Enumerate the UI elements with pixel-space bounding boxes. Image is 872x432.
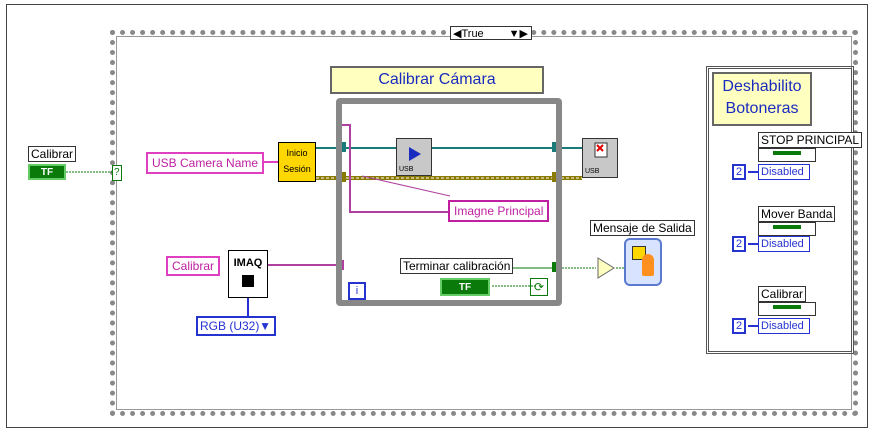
stop-principal-property-node[interactable] xyxy=(758,148,816,162)
grab-usb-label: USB xyxy=(399,166,414,173)
mover-banda-constant[interactable]: 2 xyxy=(732,236,746,252)
inicio-sesion-subvi[interactable]: Inicio Sesión xyxy=(278,142,316,182)
image-type-value: RGB (U32) xyxy=(200,319,260,333)
close-usb-label: USB xyxy=(585,168,600,175)
deshabilito-title-line1: Deshabilito xyxy=(722,78,802,95)
calibrar-property-node[interactable] xyxy=(758,302,816,316)
mover-banda-disabled[interactable]: Disabled xyxy=(758,236,810,252)
imaq-icon xyxy=(242,275,254,287)
stop-principal-disabled[interactable]: Disabled xyxy=(758,164,810,180)
deshabilito-title-line2: Botoneras xyxy=(725,100,799,117)
case-selector[interactable]: ◀True ▼▶ xyxy=(450,26,532,40)
grab-subvi[interactable]: USB xyxy=(396,138,432,176)
calibrar-control-label: Calibrar xyxy=(28,146,77,162)
usb-camera-name-constant[interactable]: USB Camera Name xyxy=(146,152,265,174)
deshabilito-title: Deshabilito Botoneras xyxy=(712,72,812,126)
close-session-subvi[interactable]: USB xyxy=(582,138,618,178)
imaq-label: IMAQ xyxy=(233,257,263,269)
calibrar-disabled[interactable]: Disabled xyxy=(758,318,810,334)
terminar-calibracion-terminal[interactable]: TF xyxy=(440,278,490,296)
stop-condition-icon: ⟳ xyxy=(530,278,548,296)
mover-banda-label: Mover Banda xyxy=(758,206,836,222)
inicio-label: Inicio xyxy=(286,148,308,158)
calibrar-button-label: Calibrar xyxy=(758,286,807,302)
terminar-calibracion-label: Terminar calibración xyxy=(400,258,514,274)
stop-principal-label: STOP PRINCIPAL xyxy=(758,132,863,148)
chevron-down-icon: ▼ xyxy=(259,319,271,333)
mensaje-salida-icon[interactable] xyxy=(624,238,662,286)
case-prev-arrow[interactable]: ◀ xyxy=(453,28,462,40)
case-selector-terminal: ? xyxy=(112,165,122,181)
imaq-create-subvi[interactable]: IMAQ xyxy=(228,250,268,298)
calibrar-image-name-constant[interactable]: Calibrar xyxy=(166,256,221,276)
loop-iteration-terminal: i xyxy=(348,282,366,300)
imagne-principal-indicator[interactable]: Imagne Principal xyxy=(448,200,550,222)
calibrar-constant[interactable]: 2 xyxy=(732,318,746,334)
sesion-label: Sesión xyxy=(283,164,311,174)
calibrar-boolean-terminal[interactable]: TF xyxy=(28,164,66,180)
mensaje-salida-label: Mensaje de Salida xyxy=(590,220,695,236)
deshabilito-panel xyxy=(706,66,854,354)
while-loop[interactable] xyxy=(336,98,562,306)
person-icon xyxy=(642,254,654,276)
calibrar-camara-title: Calibrar Cámara xyxy=(330,66,544,94)
mover-banda-property-node[interactable] xyxy=(758,222,816,236)
case-selector-value: True xyxy=(461,28,484,40)
stop-principal-constant[interactable]: 2 xyxy=(732,164,746,180)
image-type-ring[interactable]: RGB (U32) ▼ xyxy=(196,316,276,336)
case-next-arrow[interactable]: ▼▶ xyxy=(508,28,528,40)
